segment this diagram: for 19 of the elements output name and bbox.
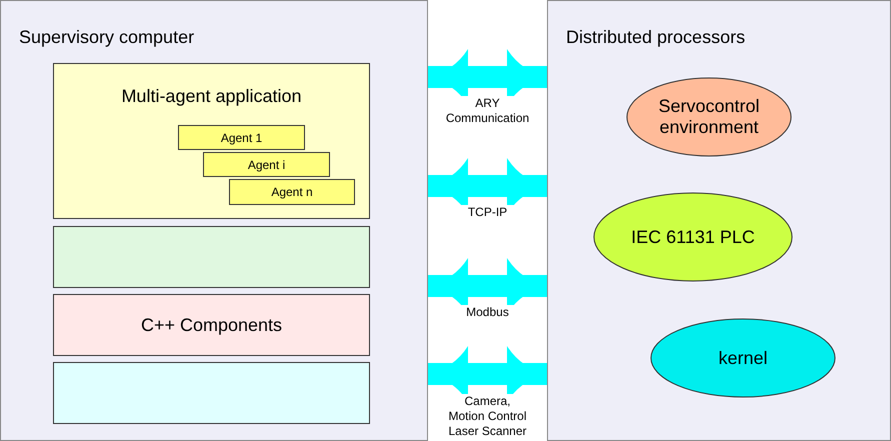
node-label: Agent i bbox=[248, 158, 286, 172]
node-label: IEC 61131 PLC bbox=[630, 226, 756, 248]
node-label: Agent 1 bbox=[220, 130, 262, 144]
empty-box bbox=[53, 362, 370, 424]
panel bbox=[0, 0, 428, 441]
application-box bbox=[53, 63, 370, 219]
agent-box bbox=[203, 152, 330, 177]
node-label: Multi-agent application bbox=[120, 86, 303, 107]
empty-box bbox=[53, 226, 370, 288]
panel-heading: Distributed processors bbox=[566, 27, 746, 48]
agent-box bbox=[178, 125, 305, 150]
panel bbox=[547, 0, 891, 441]
agent-box bbox=[229, 179, 355, 205]
node-label: Agent n bbox=[271, 185, 313, 199]
layer-box bbox=[53, 294, 370, 356]
panel-heading: Supervisory computer bbox=[19, 27, 194, 48]
node-label: C++ Components bbox=[140, 314, 282, 336]
node-label: Servocontrol environment bbox=[657, 96, 761, 138]
node-label: kernel bbox=[717, 348, 769, 368]
